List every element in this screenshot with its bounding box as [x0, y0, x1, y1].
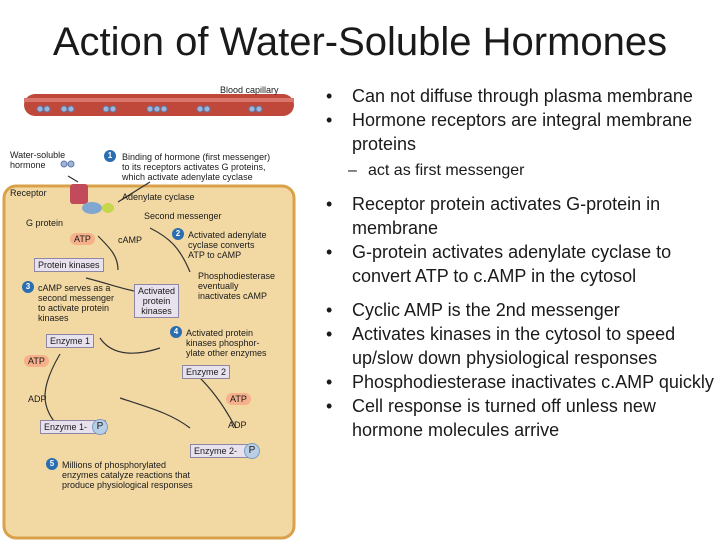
slide-title: Action of Water-Soluble Hormones: [52, 20, 668, 64]
step-2-text: Activated adenylate cyclase converts ATP…: [188, 230, 267, 260]
bullet-item: • Activates kinases in the cytosol to spe…: [322, 322, 718, 370]
label-adp-2: ADP: [228, 420, 247, 430]
bullet-text: Phosphodiesterase inactivates c.AMP quic…: [352, 372, 714, 392]
bullet-item: • Cyclic AMP is the 2nd messenger: [322, 298, 718, 322]
step-3-text: cAMP serves as a second messenger to act…: [38, 283, 115, 323]
label-adp-1: ADP: [28, 394, 47, 404]
receptor-protein: [70, 184, 88, 204]
box-enzyme-2: Enzyme 2: [182, 365, 231, 379]
label-phosphodiesterase: Phosphodiesterase eventually inactivates…: [198, 271, 276, 301]
box-enzyme-2-phosphorylated: Enzyme 2-: [190, 444, 257, 458]
bullet-text: Cell response is turned off unless new h…: [352, 396, 656, 440]
bullet-text: Cyclic AMP is the 2nd messenger: [352, 300, 620, 320]
label-adenylate-cyclase: Adenylate cyclase: [122, 192, 195, 202]
phosphate-circle-1: P: [92, 419, 108, 435]
step-3-badge: 3: [22, 281, 34, 293]
label-second-messenger: Second messenger: [144, 211, 222, 221]
step-1-text: Binding of hormone (first messenger) to …: [122, 152, 271, 182]
step-1-badge: 1: [104, 150, 116, 162]
label-receptor: Receptor: [10, 188, 47, 198]
bullet-marker: •: [326, 194, 333, 214]
bullet-item: • Receptor protein activates G-protein in…: [322, 192, 718, 240]
bullet-marker: •: [326, 324, 333, 344]
bullet-item: • Hormone receptors are integral membrane…: [322, 108, 718, 156]
bullet-text: Hormone receptors are integral membrane …: [352, 110, 693, 154]
bullet-text: G-protein activates adenylate cyclase to…: [352, 242, 672, 286]
bullet-item: • G-protein activates adenylate cyclase t…: [322, 240, 718, 288]
bullet-marker: •: [326, 110, 333, 130]
bullet-text: Can not diffuse through plasma membrane: [352, 86, 693, 106]
bullet-list: • Can not diffuse through plasma membrane…: [322, 84, 718, 442]
bullet-marker: •: [326, 396, 333, 416]
adenylate-cyclase-shape: [102, 203, 114, 213]
atp-label-2: ATP: [24, 355, 49, 367]
step-2-badge: 2: [172, 228, 184, 240]
blood-capillary: [24, 94, 294, 116]
step-5-text: Millions of phosphorylated enzymes catal…: [62, 460, 193, 490]
bullet-marker: •: [326, 86, 333, 106]
g-protein-shape: [82, 202, 102, 214]
hormone-action-diagram: Blood capillary Water-soluble hormone Re…: [0, 78, 300, 540]
sub-bullet-text: act as first messenger: [368, 162, 525, 179]
label-g-protein: G protein: [26, 218, 64, 228]
label-blood-capillary: Blood capillary: [220, 85, 279, 95]
phosphate-circle-2: P: [244, 443, 260, 459]
step-5-badge: 5: [46, 458, 58, 470]
box-enzyme-1: Enzyme 1: [46, 334, 95, 348]
box-protein-kinases: Protein kinases: [34, 258, 104, 272]
bullet-text: Activates kinases in the cytosol to spee…: [352, 324, 676, 368]
bullet-item: • Phosphodiesterase inactivates c.AMP qui…: [322, 370, 718, 394]
bullet-marker: •: [326, 242, 333, 262]
bullet-marker: •: [326, 372, 333, 392]
sub-bullet-marker: –: [348, 162, 357, 179]
box-activated-protein-kinases: Activated protein kinases: [134, 284, 180, 318]
bullet-marker: •: [326, 300, 333, 320]
sub-bullet-item: –act as first messenger: [322, 160, 718, 182]
atp-label-3: ATP: [226, 393, 251, 405]
bullet-item: • Cell response is turned off unless new …: [322, 394, 718, 442]
bullet-text: Receptor protein activates G-protein in …: [352, 194, 661, 238]
step-4-text: Activated protein kinases phosphor- ylat…: [186, 328, 267, 358]
bullet-item: • Can not diffuse through plasma membrane: [322, 84, 718, 108]
hormone-molecules: [36, 105, 263, 168]
label-camp: cAMP: [118, 235, 143, 245]
atp-label-1: ATP: [70, 233, 95, 245]
label-water-soluble-hormone: Water-soluble hormone: [10, 150, 66, 170]
step-4-badge: 4: [170, 326, 182, 338]
